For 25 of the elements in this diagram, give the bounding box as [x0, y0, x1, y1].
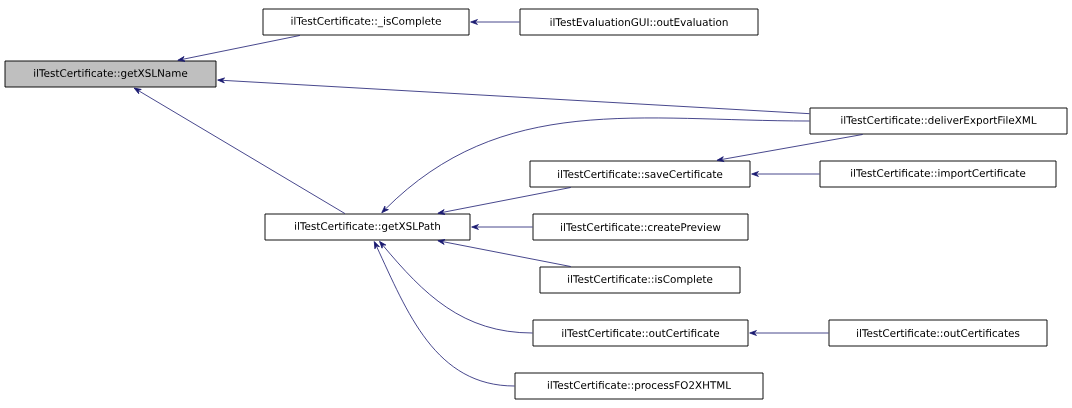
function-box: ilTestCertificate::outCertificate: [532, 319, 749, 347]
function-box: ilTestEvaluationGUI::outEvaluation: [519, 8, 759, 36]
arrow: [133, 87, 346, 214]
arrow: [470, 19, 520, 25]
arrow: [751, 171, 820, 177]
arrow: [373, 241, 515, 387]
arrow: [437, 187, 572, 215]
arrow: [177, 35, 301, 62]
arrow: [716, 134, 864, 162]
arrow: [379, 241, 533, 334]
function-box: ilTestCertificate::processFO2XHTML: [514, 372, 764, 400]
function-box: ilTestCertificate::getXSLName: [4, 60, 217, 88]
arrow: [471, 224, 533, 230]
function-box: ilTestCertificate::saveCertificate: [529, 160, 751, 188]
function-box: ilTestCertificate::deliverExportFileXML: [809, 107, 1068, 135]
arrow: [437, 239, 572, 267]
function-box: ilTestCertificate::getXSLPath: [264, 213, 471, 241]
arrow: [381, 117, 810, 214]
function-box: ilTestCertificate::createPreview: [532, 213, 749, 241]
function-box: ilTestCertificate::_isComplete: [262, 8, 470, 36]
function-box: ilTestCertificate::isComplete: [539, 266, 741, 294]
function-box: ilTestCertificate::outCertificates: [828, 319, 1048, 347]
arrow: [217, 77, 810, 115]
function-box: ilTestCertificate::importCertificate: [819, 160, 1057, 188]
arrow: [749, 330, 829, 336]
